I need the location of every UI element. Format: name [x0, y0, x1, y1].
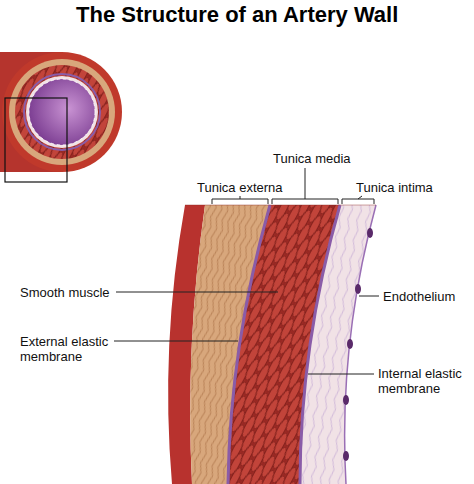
- part-label: External elastic membrane: [20, 334, 130, 364]
- part-label: Tunica externa: [197, 180, 283, 195]
- part-label: Tunica intima: [356, 180, 433, 195]
- part-label: Tunica media: [273, 151, 351, 166]
- part-label: Endothelium: [383, 289, 455, 304]
- part-label: Internal elastic membrane: [378, 366, 470, 396]
- part-label: Smooth muscle: [20, 285, 110, 300]
- diagram-title: The Structure of an Artery Wall: [76, 2, 398, 28]
